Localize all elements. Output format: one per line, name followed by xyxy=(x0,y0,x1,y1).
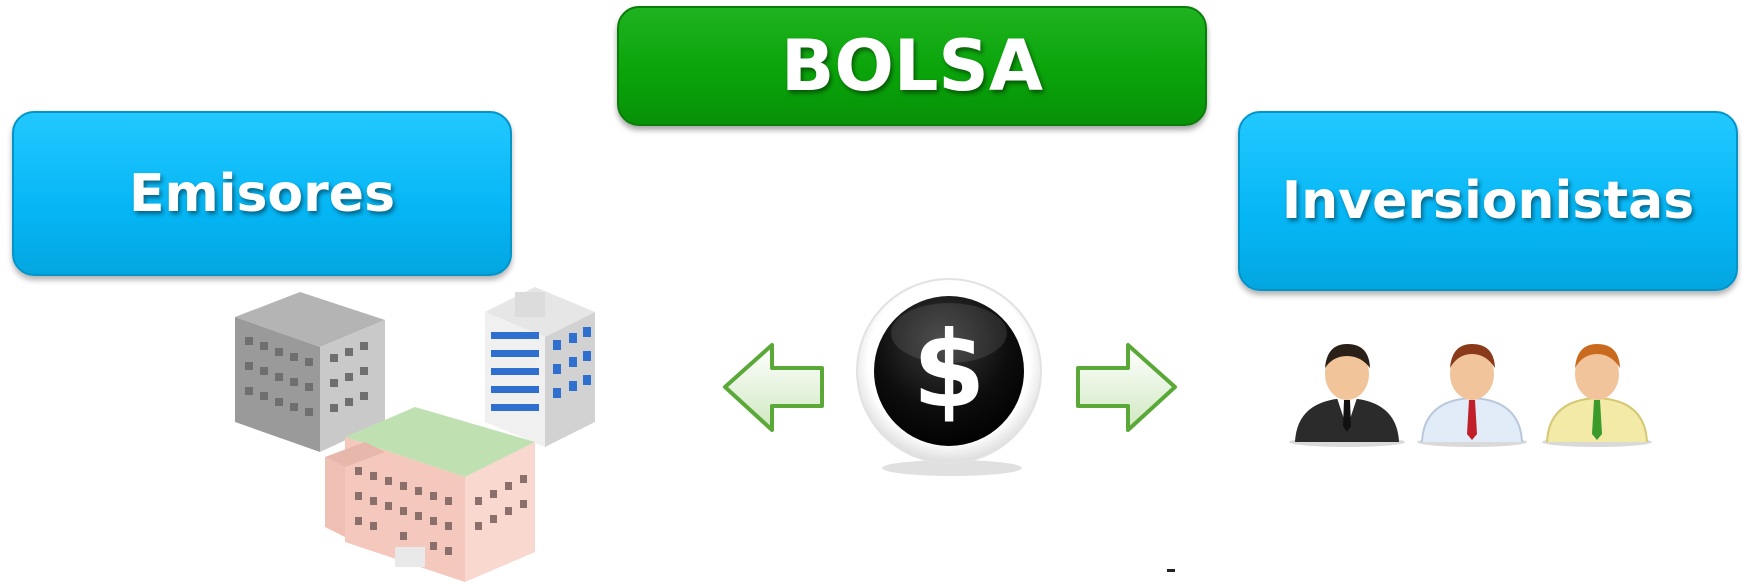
left-arrow-icon xyxy=(723,343,824,432)
emisores-box: Emisores xyxy=(12,111,512,276)
dollar-coin-icon: $ xyxy=(856,278,1042,476)
inversionistas-label: Inversionistas xyxy=(1281,171,1695,231)
investor-black-suit-icon xyxy=(1289,344,1405,447)
blue-building-icon xyxy=(485,287,595,447)
buildings-illustration xyxy=(235,287,595,582)
investor-red-tie-icon xyxy=(1417,344,1527,447)
bolsa-title-box: BOLSA xyxy=(617,6,1207,126)
right-arrow-icon xyxy=(1076,343,1177,432)
stray-mark xyxy=(1167,569,1175,572)
inversionistas-box: Inversionistas xyxy=(1238,111,1738,291)
investor-green-tie-icon xyxy=(1542,344,1652,447)
investors-illustration xyxy=(1289,344,1652,447)
emisores-label: Emisores xyxy=(128,163,396,224)
bolsa-title: BOLSA xyxy=(780,25,1044,107)
gray-building-icon xyxy=(235,292,385,452)
pink-building-icon xyxy=(325,407,535,582)
svg-text:$: $ xyxy=(912,309,985,431)
